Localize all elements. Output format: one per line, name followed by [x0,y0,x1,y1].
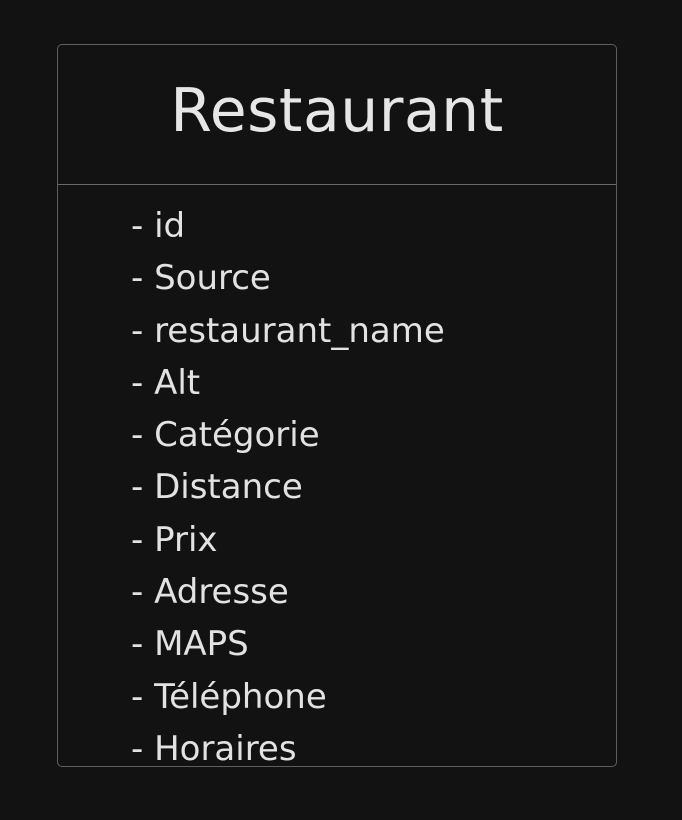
attribute-item: - id [131,206,186,246]
entity-header: Restaurant [58,45,616,185]
attribute-item: - Distance [131,467,303,508]
entity-title: Restaurant [170,76,504,146]
attribute-list: - id - Source - restaurant_name - Alt - … [131,200,445,775]
entity-box-restaurant: Restaurant - id - Source - restaurant_na… [57,44,617,769]
attribute-item: - MAPS [131,624,249,665]
attribute-item: - Horaires [131,728,297,769]
attribute-item: - Catégorie [131,415,320,456]
attribute-item: - Prix [131,519,218,560]
attribute-item: - Adresse [131,572,289,613]
attribute-item: - Téléphone [131,676,327,717]
attribute-item: - Source [131,258,271,299]
attribute-item: - Alt [131,362,201,403]
attribute-item: - restaurant_name [131,310,445,351]
